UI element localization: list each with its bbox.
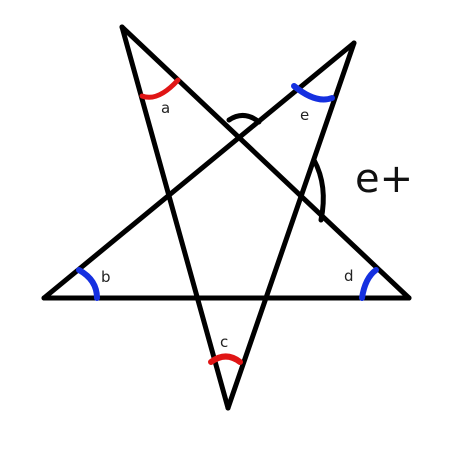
- right-angle-arc: [311, 157, 326, 223]
- angle-arc-c: [208, 353, 243, 365]
- star-lines: [41, 24, 412, 411]
- angle-label-b: b: [101, 268, 111, 286]
- line-right-to-top-left: [119, 24, 412, 301]
- center-angle-arc: [226, 113, 262, 125]
- angle-label-a: a: [161, 99, 170, 117]
- angle-label-c: c: [220, 333, 228, 351]
- line-top-left-to-bottom: [119, 24, 231, 411]
- angle-arc-a: [139, 77, 181, 100]
- side-note: e+: [355, 156, 413, 202]
- angle-arc-d: [359, 267, 379, 301]
- angle-label-d: d: [344, 267, 354, 285]
- angle-label-e: e: [300, 106, 309, 124]
- angle-arc-b: [76, 267, 100, 301]
- angle-arc-e: [291, 83, 335, 103]
- line-top-right-to-left: [41, 40, 357, 301]
- line-bottom-to-top-right: [225, 40, 357, 411]
